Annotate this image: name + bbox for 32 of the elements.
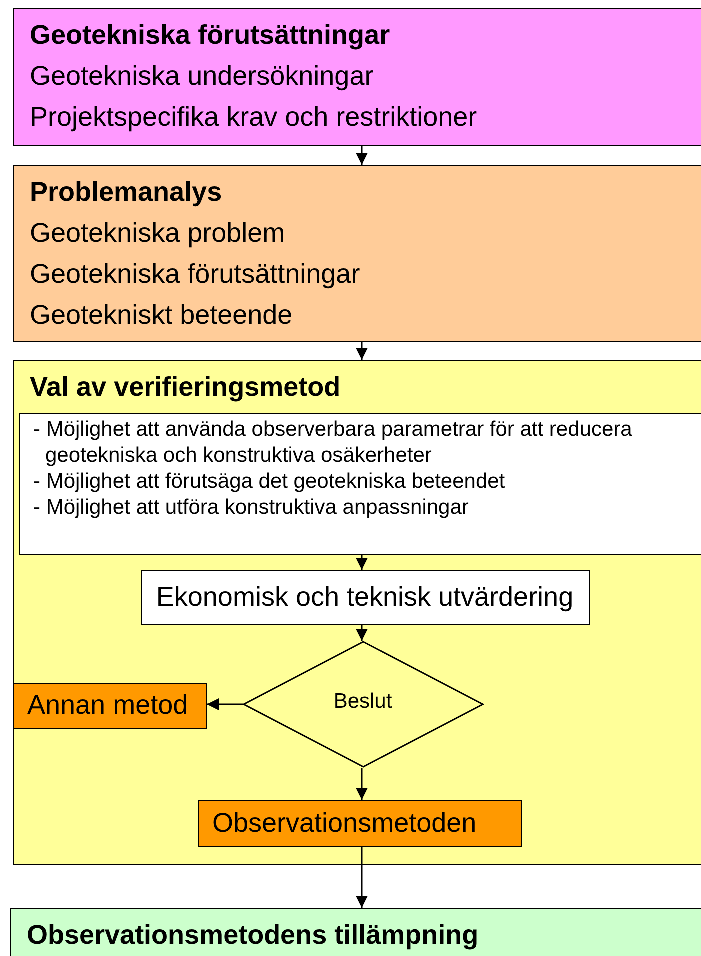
label-text: Projektspecifika krav och restriktioner bbox=[30, 101, 478, 134]
label-text: Geotekniskt beteende bbox=[30, 299, 294, 332]
label-text: Geotekniska problem bbox=[30, 217, 286, 250]
label-text: Annan metod bbox=[28, 689, 188, 722]
bullet-item: - Möjlighet att använda observerbara parametrar för att reducera geotekniska och konstruktiva osäkerheter bbox=[34, 416, 634, 468]
outcome-box bbox=[12, 682, 206, 728]
arrow bbox=[356, 847, 368, 908]
label-text: Geotekniska undersökningar bbox=[30, 60, 375, 93]
arrow bbox=[356, 146, 368, 165]
process-box bbox=[13, 8, 701, 146]
process-box bbox=[13, 165, 701, 342]
arrow bbox=[356, 555, 368, 570]
decision-diamond bbox=[242, 640, 484, 768]
label-text: Beslut bbox=[334, 688, 392, 714]
criteria-box bbox=[18, 412, 701, 554]
bullet-item: - Möjlighet att förutsäga det geotekniska beteendet bbox=[34, 468, 506, 494]
heading: Observationsmetodens tillämpning bbox=[27, 919, 480, 952]
arrow bbox=[356, 342, 368, 360]
process-box bbox=[140, 570, 590, 624]
heading: Val av verifieringsmetod bbox=[30, 371, 342, 404]
arrow bbox=[356, 625, 368, 641]
bullet-item: - Möjlighet att utföra konstruktiva anpassningar bbox=[34, 494, 470, 520]
label-text: Observationsmetoden bbox=[212, 806, 477, 840]
arrow bbox=[356, 768, 368, 800]
arrow bbox=[207, 698, 243, 710]
group-panel bbox=[13, 360, 701, 865]
outcome-box bbox=[198, 800, 522, 846]
heading: Geotekniska förutsättningar bbox=[30, 19, 392, 52]
result-box bbox=[10, 908, 701, 956]
label-text: Ekonomisk och teknisk utvärdering bbox=[156, 580, 574, 614]
heading: Problemanalys bbox=[30, 176, 224, 209]
label-text: Geotekniska förutsättningar bbox=[30, 258, 362, 291]
